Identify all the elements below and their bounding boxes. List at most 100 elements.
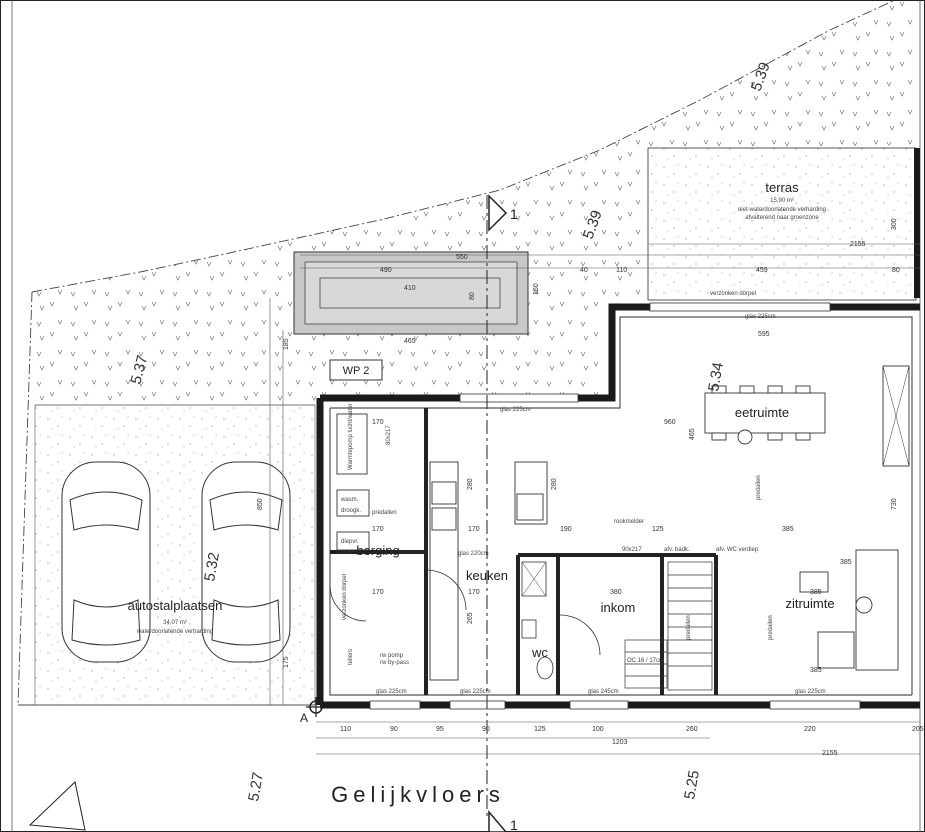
shaft — [521, 561, 547, 597]
wc-bowl — [536, 656, 554, 680]
section-arrow-top — [488, 194, 508, 232]
dim-385-d: 385 — [840, 559, 852, 566]
corner-label: A — [300, 711, 308, 725]
person-dining-icon — [737, 429, 753, 445]
glass-4: glas 225cm — [376, 689, 407, 695]
dim-170-d: 170 — [372, 589, 384, 596]
dim-280-a: 280 — [467, 478, 474, 490]
dim-110: 110 — [616, 267, 627, 274]
dim-265: 265 — [467, 612, 474, 624]
wall-note-label: verzonken dorpel — [342, 574, 348, 620]
terras-note-1: niet-waterdoorlatende verharding — [738, 207, 826, 213]
dim-bottom-100: 100 — [592, 726, 604, 733]
afv-badk-label: afv. badk. — [664, 547, 690, 553]
dim-bottom-90b: 90 — [482, 726, 490, 733]
cistern-inner — [304, 261, 518, 325]
door-label: 90x217 — [622, 547, 642, 553]
section-mark-bottom: 1 — [510, 817, 518, 832]
dim-cistern-410: 410 — [404, 285, 416, 292]
dim-bottom-125: 125 — [534, 726, 546, 733]
droogk-label: droogk. — [341, 508, 361, 514]
rw-bypass-label: rw by-pass — [380, 660, 409, 666]
dim-459: 459 — [756, 267, 768, 274]
dim-cistern-160: 160 — [533, 283, 540, 295]
plot-dim-living: 5.34 — [705, 361, 727, 393]
sitting-furniture — [799, 549, 899, 671]
dim-300: 300 — [891, 218, 898, 230]
dim-730: 730 — [891, 498, 898, 510]
glass-6: glas 225cm — [460, 689, 491, 695]
dim-280-b: 280 — [551, 478, 558, 490]
car-icon-2 — [201, 461, 291, 663]
plot-boundary-top — [31, 0, 896, 293]
section-arrow-bottom — [488, 809, 507, 832]
dimension-lines — [269, 243, 920, 755]
dim-170-a: 170 — [372, 419, 384, 426]
berging-furniture — [336, 413, 370, 551]
dim-175: 175 — [283, 656, 290, 668]
plot-boundary-left — [17, 291, 33, 706]
drawing-title: Gelijkvloers — [331, 782, 505, 807]
dim-40: 40 — [580, 267, 588, 274]
dim-385-c: 385 — [810, 667, 822, 674]
dim-bottom-205: 205 — [912, 726, 924, 733]
dim-850: 850 — [257, 498, 264, 510]
dim-cistern-490: 490 — [380, 267, 392, 274]
dim-bottom-260: 260 — [686, 726, 698, 733]
wasm-label: wasm. — [340, 497, 359, 503]
rw-pomp-label: rw pomp — [380, 653, 404, 659]
room-keuken: keuken — [466, 568, 508, 583]
plot-dim-bottom-center: 5.25 — [681, 769, 703, 801]
dining-table — [704, 385, 826, 441]
room-terras: terras — [765, 180, 799, 195]
dim-960: 960 — [664, 419, 676, 426]
stair-label: OC 16 / 17cm — [627, 658, 664, 664]
dim-bottom-110: 110 — [340, 726, 351, 733]
garden-area — [32, 0, 920, 405]
room-zitruimte: zitruimte — [785, 596, 834, 611]
rookmelder-label: rookmelder — [614, 519, 644, 525]
room-berging: berging — [356, 543, 399, 558]
room-wc: wc — [531, 645, 548, 660]
room-autostal: autostalplaatsen — [128, 598, 223, 613]
dim-170-e: 170 — [468, 589, 480, 596]
dim-595: 595 — [758, 331, 770, 338]
person-sitting-icon — [855, 596, 873, 614]
glass-3: glas 225cm — [745, 314, 776, 320]
dim-385-b: 385 — [810, 589, 822, 596]
dim-cistern-465: 465 — [404, 338, 416, 345]
car-icon-1 — [61, 461, 151, 663]
terrace-area — [647, 147, 917, 301]
plot-dim-left: 5.37 — [127, 353, 151, 386]
dim-bottom-90: 90 — [390, 726, 398, 733]
dim-465: 465 — [689, 428, 696, 440]
wp-box — [329, 359, 383, 381]
north-arrow-icon — [28, 781, 86, 831]
warmtepomp-label: Warmtepomp lucht/water — [348, 404, 354, 470]
dim-2155-top: 2155 — [850, 241, 866, 248]
dim-170-b: 170 — [372, 526, 384, 533]
room-inkom: inkom — [601, 600, 636, 615]
autostal-area: 34,07 m² — [163, 620, 187, 626]
room-eetruimte: eetruimte — [735, 405, 789, 420]
glass-1: glas 225cm — [500, 407, 531, 413]
terrace-wall — [914, 148, 920, 298]
door-swings — [329, 569, 601, 656]
dim-190: 190 — [560, 526, 572, 533]
dim-385-a: 385 — [782, 526, 794, 533]
diepvr-label: diepvr. — [341, 539, 359, 545]
predallen-b: predallen — [756, 475, 762, 500]
glass-7: glas 225cm — [795, 689, 826, 695]
dim-bottom-95: 95 — [436, 726, 444, 733]
autostal-note: waterdoorlatende verharding — [136, 629, 213, 635]
partitions — [330, 408, 718, 695]
dim-80: 80 — [892, 267, 900, 274]
predallen-d: predallen — [686, 615, 692, 640]
terras-note-2: afvalterend naar groenzone — [745, 215, 819, 221]
dim-cistern-550: 550 — [456, 254, 468, 261]
plot-dim-carport: 5.32 — [201, 551, 223, 583]
afv-wc-label: afv. WC verdiep — [716, 547, 759, 553]
door2-label: 80x217 — [386, 425, 392, 445]
glass-5: glas 245cm — [588, 689, 619, 695]
